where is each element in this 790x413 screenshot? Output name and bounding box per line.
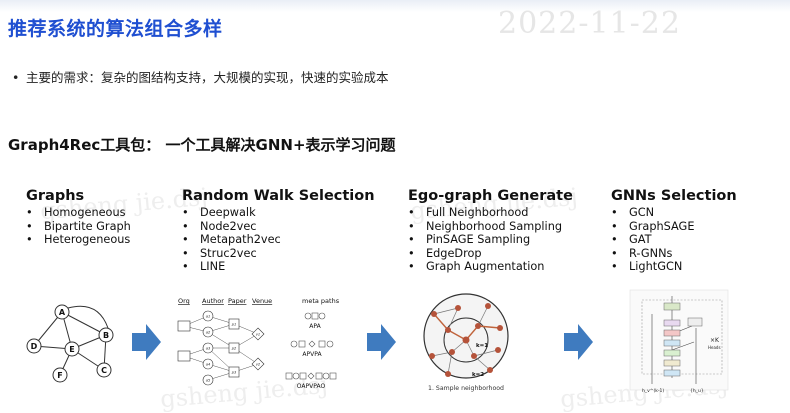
list-item: EdgeDrop: [408, 247, 573, 261]
metapath-node-label: a2: [206, 331, 211, 335]
column-heading: Graphs: [26, 188, 85, 204]
metapath-column-label: Venue: [252, 297, 272, 305]
graph-node-label: E: [69, 345, 74, 354]
metapath-column-label: Author: [202, 297, 224, 305]
graph-node-label: C: [101, 366, 107, 375]
metapath-figure: Org Author Paper Venue meta paths a1 a2 …: [177, 297, 340, 390]
metapath-node-label: a4: [206, 363, 211, 367]
list-item: Bipartite Graph: [26, 220, 131, 234]
list-item: R-GNNs: [611, 247, 737, 261]
metapath-node-label: v2: [256, 363, 261, 367]
list-item: Full Neighborhood: [408, 206, 573, 220]
list-item: Struc2vec: [182, 247, 375, 261]
top-bar: [0, 0, 790, 12]
metapath-node-label: p3: [231, 371, 237, 375]
graph-node-label: D: [31, 342, 38, 351]
metapath-node-label: a1: [206, 315, 211, 319]
flow-arrow-icon: [564, 324, 593, 360]
list-item: Deepwalk: [182, 206, 375, 220]
graph-node-label: F: [57, 371, 62, 380]
column-heading: Ego-graph Generate: [408, 188, 573, 204]
column-ego-graph: Ego-graph Generate Full Neighborhood Nei…: [408, 188, 573, 274]
graph-node-label: A: [59, 308, 66, 317]
list-item: GraphSAGE: [611, 220, 737, 234]
list-item: LightGCN: [611, 260, 737, 274]
metapath-node-label: a5: [206, 379, 211, 383]
list-item: GCN: [611, 206, 737, 220]
ego-caption: 1. Sample neighborhood: [428, 385, 504, 392]
list-item: Metapath2vec: [182, 233, 375, 247]
metapath-label: OAPVPAO: [297, 383, 326, 390]
metapath-column-label: Paper: [228, 297, 247, 305]
ego-k1-label: k=1: [476, 343, 488, 349]
requirements-bullet: •主要的需求：复杂的图结构支持，大规模的实现，快速的实验成本: [12, 70, 389, 85]
watermark-date: 2022-11-22: [498, 6, 681, 41]
metapath-node-label: p2: [231, 347, 237, 351]
gnn-side-sub: Heads: [708, 345, 721, 350]
list-item: LINE: [182, 260, 375, 274]
list-item: Neighborhood Sampling: [408, 220, 573, 234]
column-heading: Random Walk Selection: [182, 188, 375, 204]
metapath-node-label: a3: [206, 347, 211, 351]
flow-arrow-icon: [132, 324, 161, 360]
page-title: 推荐系统的算法组合多样: [8, 18, 223, 40]
graph-node-label: B: [103, 331, 109, 340]
metapath-header: meta paths: [302, 297, 340, 305]
metapath-label: APVPA: [302, 351, 322, 358]
ego-graph-figure: k=1 k=2 1. Sample neighborhood: [423, 293, 509, 392]
gnn-bottom-label: {h_u}: [690, 388, 704, 394]
section-subtitle: Graph4Rec工具包： 一个工具解决GNN+表示学习问题: [8, 136, 396, 154]
column-graphs: Graphs Homogeneous Bipartite Graph Heter…: [26, 188, 131, 247]
flow-arrow-icon: [367, 324, 396, 360]
metapath-node-label: p1: [231, 323, 237, 327]
list-item: Heterogeneous: [26, 233, 131, 247]
gnn-figure: ×K Heads h_v^(k-1) {h_u}: [629, 289, 729, 394]
column-heading: GNNs Selection: [611, 188, 737, 204]
list-item: Homogeneous: [26, 206, 131, 220]
gnn-side-label: ×K: [710, 337, 720, 344]
column-random-walk: Random Walk Selection Deepwalk Node2vec …: [182, 188, 375, 274]
graph-figure: A B C D E F: [26, 304, 114, 383]
requirements-text: 主要的需求：复杂的图结构支持，大规模的实现，快速的实验成本: [26, 70, 389, 85]
metapath-column-label: Org: [178, 297, 190, 305]
list-item: Node2vec: [182, 220, 375, 234]
list-item: GAT: [611, 233, 737, 247]
list-item: PinSAGE Sampling: [408, 233, 573, 247]
metapath-node-label: v1: [256, 333, 260, 337]
gnn-bottom-label: h_v^(k-1): [642, 388, 664, 394]
metapath-label: APA: [309, 323, 321, 330]
ego-k2-label: k=2: [472, 372, 484, 378]
list-item: Graph Augmentation: [408, 260, 573, 274]
column-gnns: GNNs Selection GCN GraphSAGE GAT R-GNNs …: [611, 188, 737, 274]
